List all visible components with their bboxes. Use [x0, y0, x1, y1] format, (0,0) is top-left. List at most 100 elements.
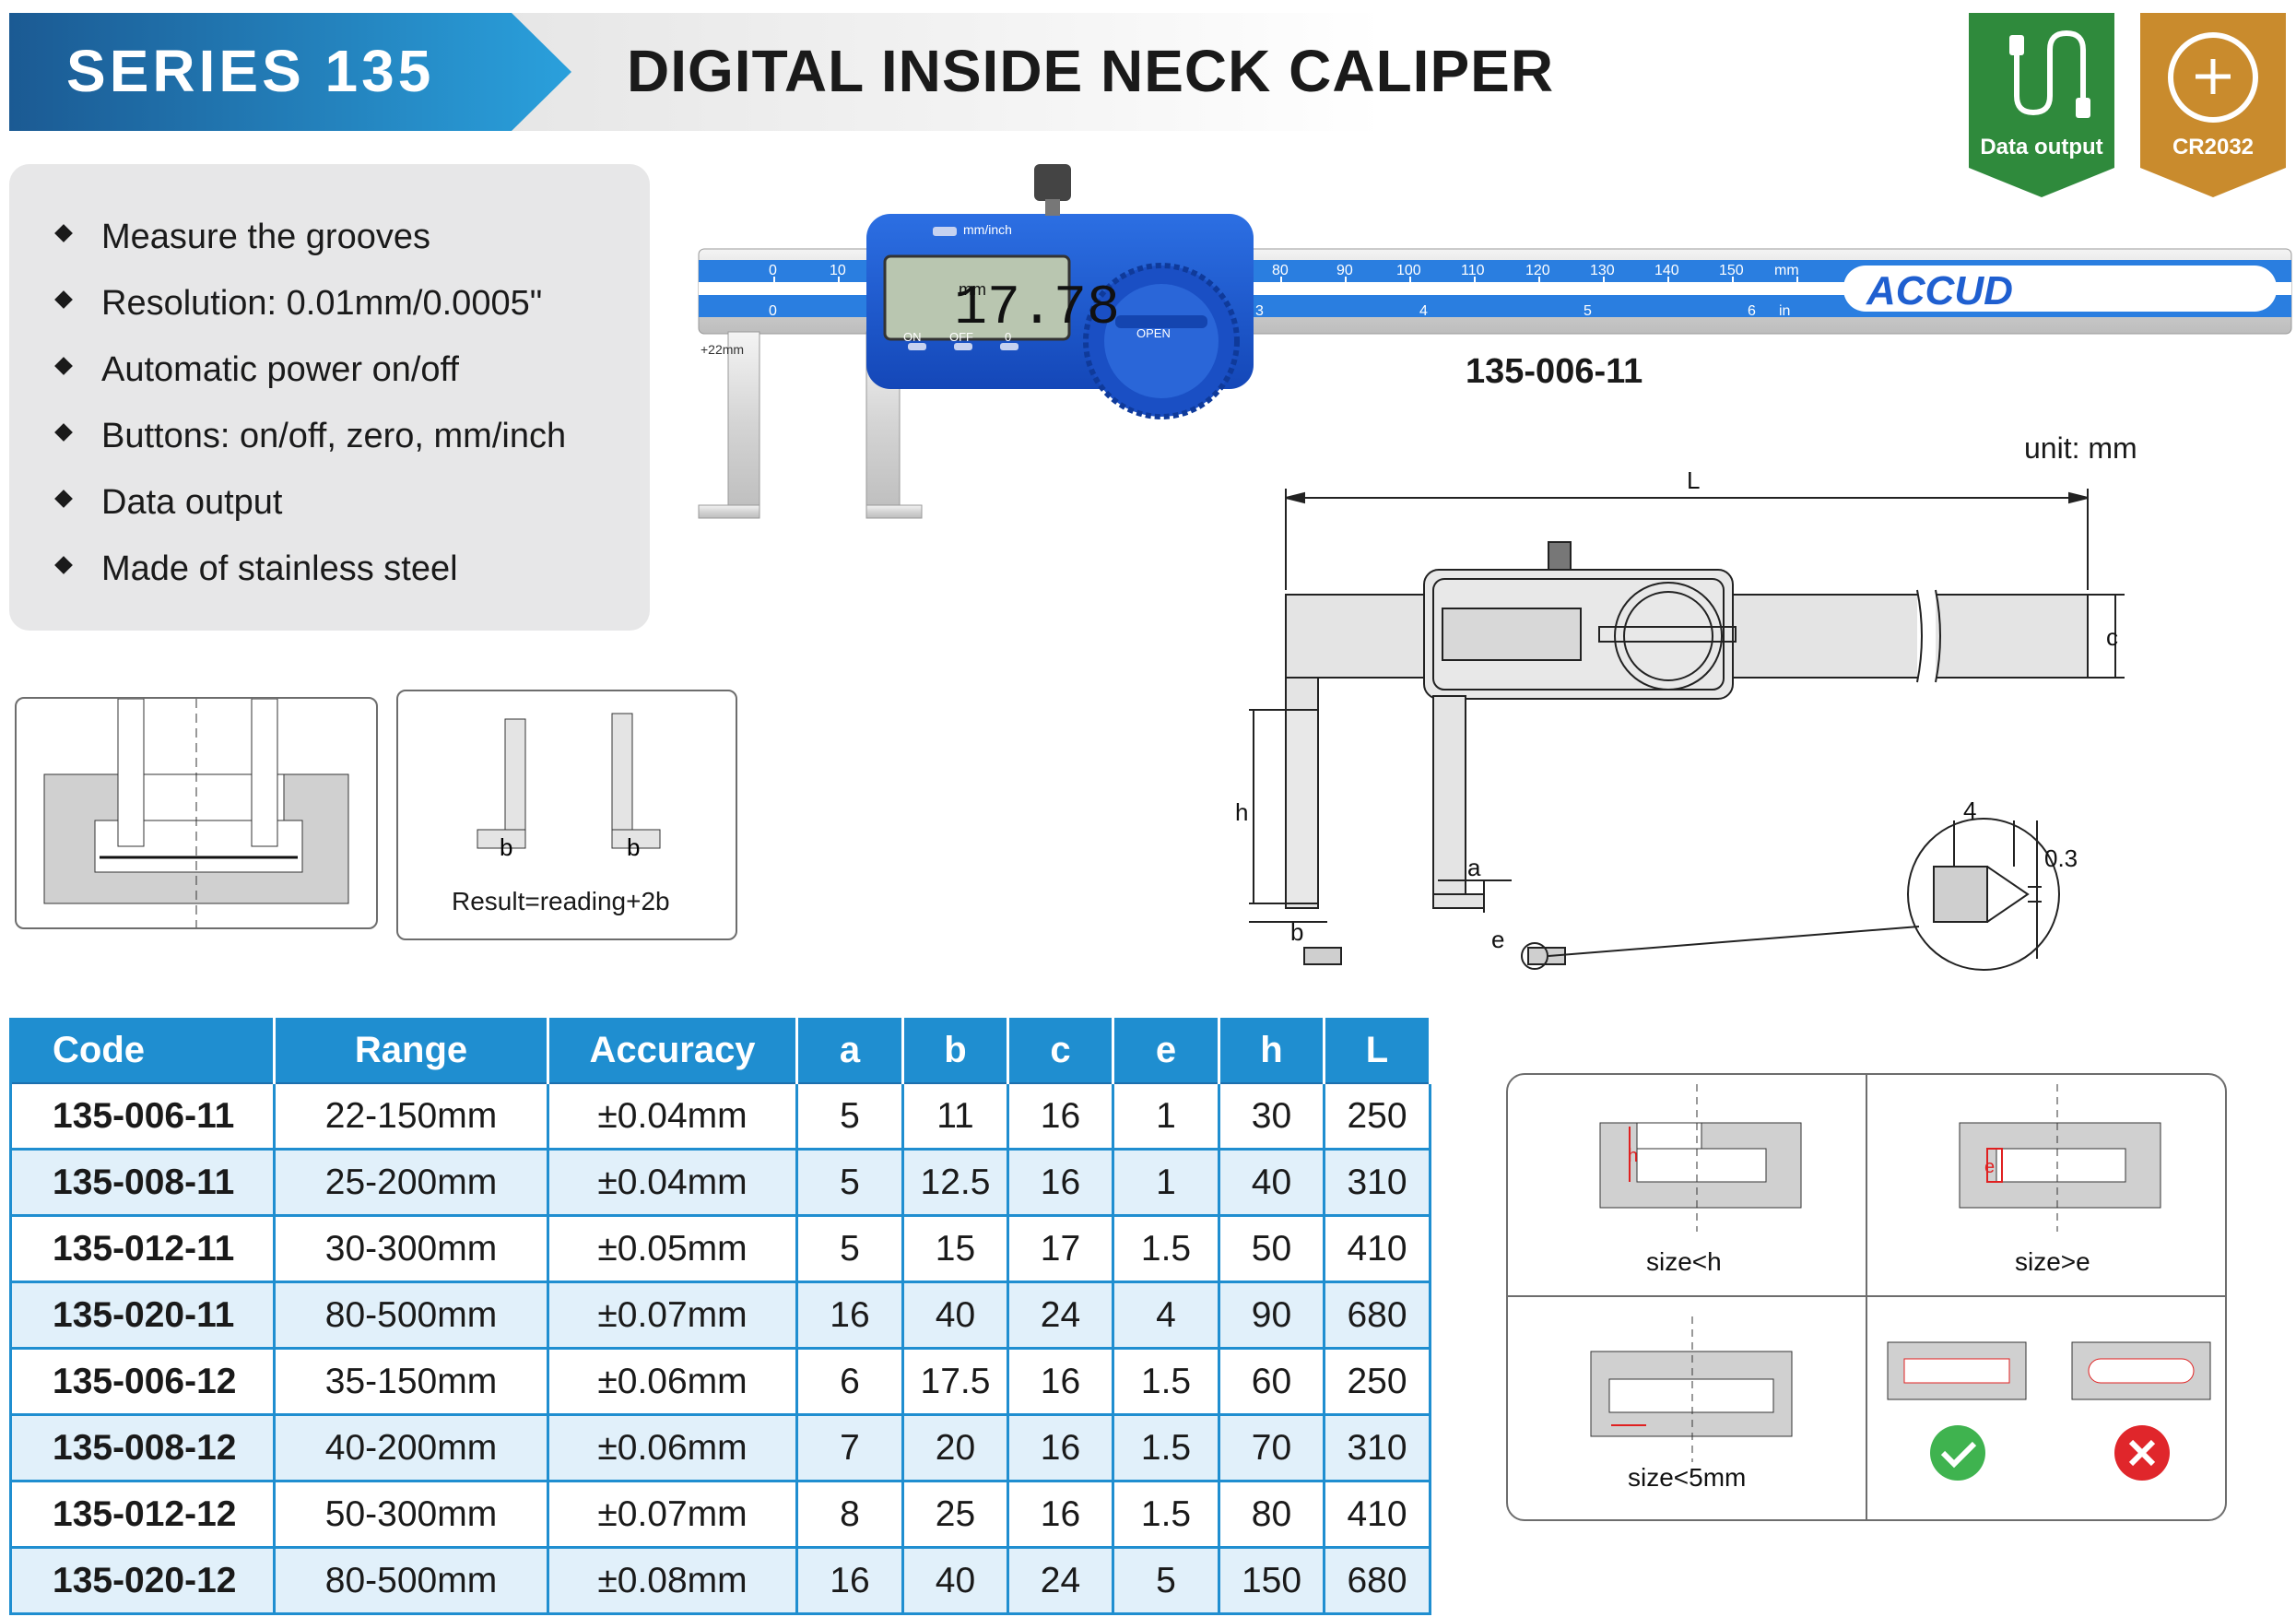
usage-caption: size>e	[2015, 1247, 2090, 1276]
table-cell: 30-300mm	[274, 1215, 549, 1283]
table-cell: 16	[796, 1547, 904, 1615]
column-header: h	[1219, 1018, 1325, 1084]
table-cell: 250	[1324, 1348, 1431, 1416]
usage-panel: h e size<h size>e size<5mm	[1506, 1073, 2227, 1521]
table-cell: 17.5	[902, 1348, 1009, 1416]
table-cell: 60	[1219, 1348, 1325, 1416]
table-cell: 25-200mm	[274, 1149, 549, 1217]
dim-label-tip: 0.3	[2044, 844, 2078, 872]
table-cell: 250	[1324, 1083, 1431, 1151]
feature-panel: Measure the grooves Resolution: 0.01mm/0…	[9, 164, 650, 631]
unit-label: unit: mm	[2024, 431, 2137, 465]
inch-scale-label: in	[1779, 303, 1790, 319]
series-label: SERIES 135	[66, 38, 435, 104]
column-header: c	[1007, 1018, 1114, 1084]
mm-scale-label: 150	[1719, 263, 1744, 278]
table-cell: 680	[1324, 1281, 1431, 1350]
code-cell: 135-012-12	[10, 1481, 276, 1549]
column-header: b	[902, 1018, 1009, 1084]
code-cell: 135-006-12	[10, 1348, 276, 1416]
table-cell: 310	[1324, 1149, 1431, 1217]
data-output-badge: Data output	[1969, 13, 2114, 197]
button-label: ON	[903, 330, 922, 344]
table-cell: 1	[1113, 1149, 1220, 1217]
mm-scale-label: 10	[830, 263, 846, 278]
title-bar	[498, 13, 1383, 131]
battery-badge-label: CR2032	[2172, 135, 2255, 159]
inch-scale-label: 5	[1584, 303, 1592, 319]
dim-label-b: b	[1290, 918, 1303, 946]
code-cell: 135-012-11	[10, 1215, 276, 1283]
mm-scale-label: 80	[1272, 263, 1289, 278]
table-cell: 40	[902, 1547, 1009, 1615]
column-header: Code	[10, 1018, 276, 1084]
dim-label-c: c	[2106, 623, 2118, 651]
usage-caption: size<h	[1646, 1247, 1722, 1276]
mm-scale-label: 120	[1525, 263, 1550, 278]
table-cell: 90	[1219, 1281, 1325, 1350]
mm-scale-label: 130	[1590, 263, 1615, 278]
mm-scale-label: 110	[1461, 263, 1485, 278]
table-cell: 70	[1219, 1414, 1325, 1482]
table-cell: 40-200mm	[274, 1414, 549, 1482]
column-header: a	[796, 1018, 904, 1084]
code-cell: 135-020-12	[10, 1547, 276, 1615]
table-cell: 5	[796, 1149, 904, 1217]
dim-label-a: a	[1467, 854, 1481, 881]
code-cell: 135-008-11	[10, 1149, 276, 1217]
table-cell: 310	[1324, 1414, 1431, 1482]
table-cell: 410	[1324, 1215, 1431, 1283]
button-label: 0	[1005, 330, 1011, 344]
table-cell: 410	[1324, 1481, 1431, 1549]
usage-mark-h: h	[1628, 1146, 1638, 1166]
dim-label-h: h	[1235, 798, 1248, 826]
table-cell: 1.5	[1113, 1414, 1220, 1482]
inch-scale-label: 0	[769, 303, 777, 319]
battery-badge: CR2032	[2140, 13, 2286, 197]
table-cell: 22-150mm	[274, 1083, 549, 1151]
table-cell: 17	[1007, 1215, 1114, 1283]
data-output-badge-label: Data output	[1980, 135, 2103, 159]
display-unit: mm	[959, 280, 986, 299]
table-cell: 20	[902, 1414, 1009, 1482]
table-cell: 6	[796, 1348, 904, 1416]
code-cell: 135-006-11	[10, 1083, 276, 1151]
coin-battery-icon	[2140, 13, 2286, 197]
table-cell: 11	[902, 1083, 1009, 1151]
table-cell: 5	[1113, 1547, 1220, 1615]
dim-label-4: 4	[1963, 797, 1976, 824]
table-cell: 80	[1219, 1481, 1325, 1549]
display-value: 17.78	[954, 277, 1120, 340]
brand-logo: ACCUD	[1866, 268, 2013, 313]
table-cell: ±0.05mm	[548, 1215, 798, 1283]
table-cell: ±0.07mm	[548, 1281, 798, 1350]
table-cell: ±0.08mm	[548, 1547, 798, 1615]
mm-scale-label: 100	[1396, 263, 1421, 278]
column-header: L	[1324, 1018, 1431, 1084]
table-cell: 7	[796, 1414, 904, 1482]
table-cell: 35-150mm	[274, 1348, 549, 1416]
table-header-row: Code Range Accuracy a b c e h L	[10, 1018, 1431, 1084]
button-label: OFF	[949, 330, 973, 344]
table-cell: 16	[1007, 1149, 1114, 1217]
table-cell: 1.5	[1113, 1481, 1220, 1549]
mm-scale-label: 140	[1654, 263, 1679, 278]
table-cell: 16	[796, 1281, 904, 1350]
series-banner	[9, 13, 571, 131]
usb-cable-icon	[1969, 13, 2114, 197]
check-circle-icon	[1930, 1425, 1985, 1481]
caliper-photo: mm 17.78 mm/inch ON OFF 0 OPEN +22mm ACC…	[698, 164, 2292, 519]
code-cell: 135-020-11	[10, 1281, 276, 1350]
inch-scale-label: 3	[1255, 303, 1264, 319]
cross-circle-icon	[2114, 1425, 2170, 1481]
table-cell: 16	[1007, 1348, 1114, 1416]
table-cell: 24	[1007, 1547, 1114, 1615]
